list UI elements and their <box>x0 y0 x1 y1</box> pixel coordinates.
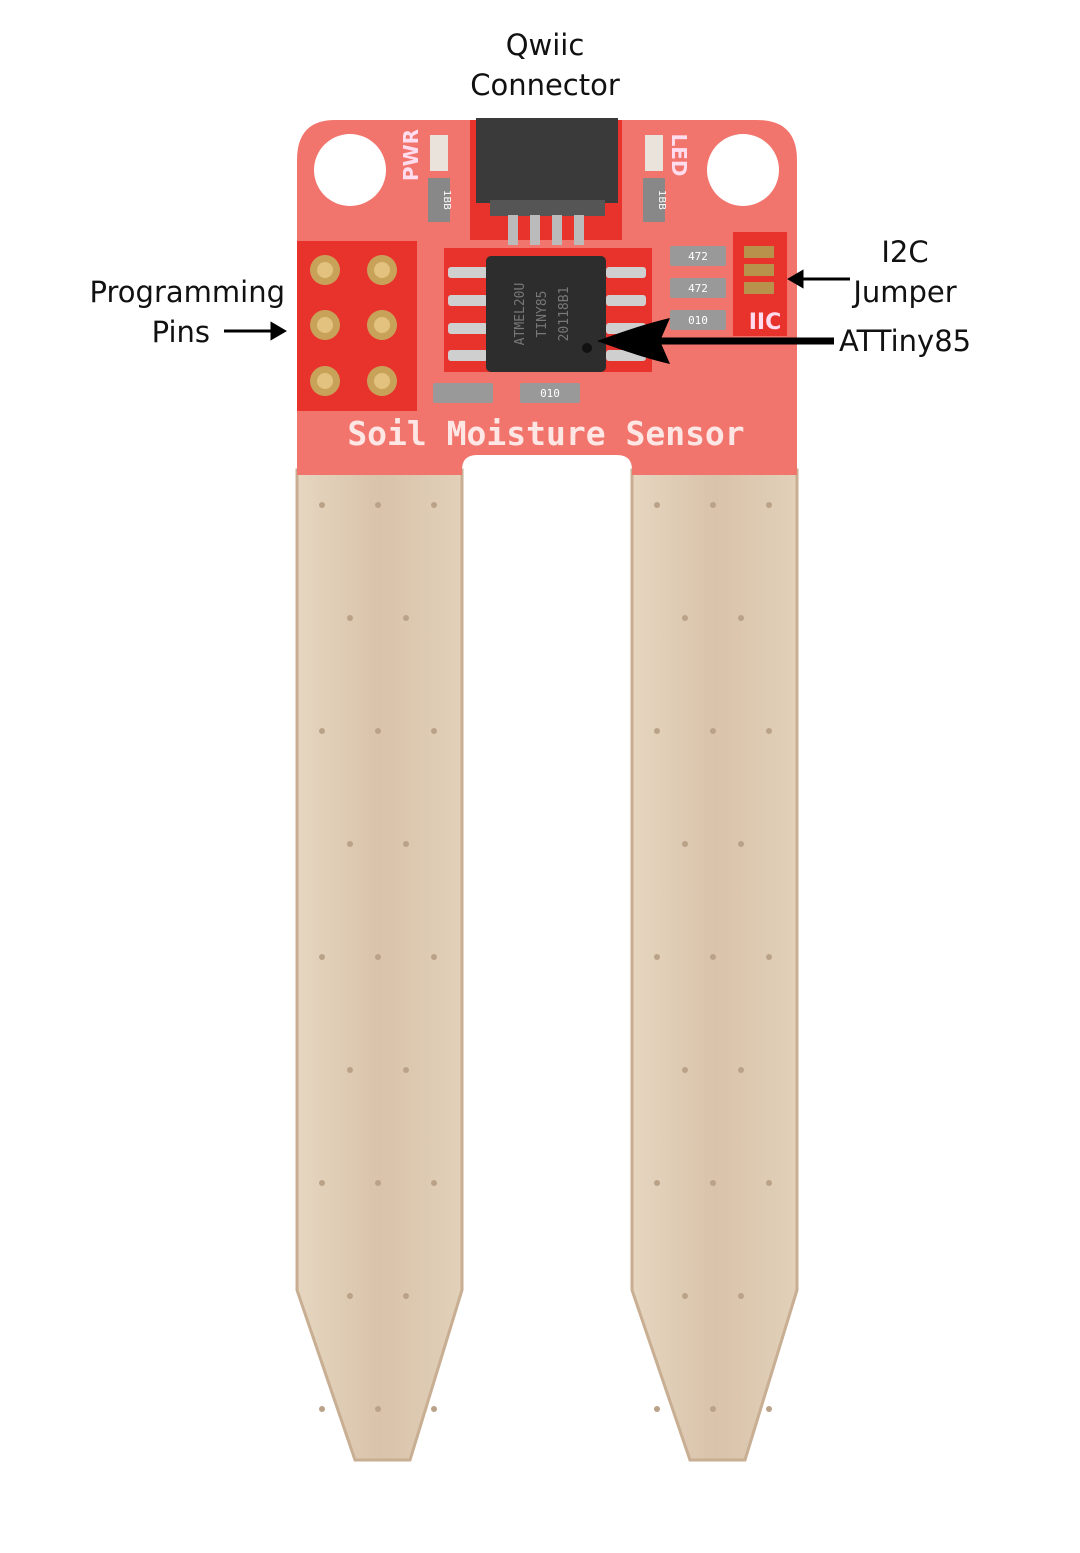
attiny-arrow <box>597 318 670 364</box>
prong-via <box>431 1406 437 1412</box>
label-line: I2C <box>881 235 929 269</box>
pwr-silkscreen: PWR <box>399 129 423 181</box>
prong-via <box>682 1293 688 1299</box>
programming-pin-hole <box>374 262 390 278</box>
programming-pin-hole <box>317 317 333 333</box>
prong-via <box>431 502 437 508</box>
resistor-marking: 472 <box>688 282 708 295</box>
attiny85-label: ATTiny85 <box>839 324 972 358</box>
resistor-marking: 010 <box>540 387 560 400</box>
prong-via <box>375 954 381 960</box>
label-line: Pins <box>151 315 210 349</box>
label-line: Connector <box>470 68 620 102</box>
prong-via <box>403 841 409 847</box>
prong-via <box>319 502 325 508</box>
prong-via <box>682 841 688 847</box>
prong-via <box>654 1180 660 1186</box>
prong-via <box>738 615 744 621</box>
prong-via <box>431 1180 437 1186</box>
prong-via <box>654 502 660 508</box>
prong-via <box>375 728 381 734</box>
led-silkscreen: LED <box>667 133 691 176</box>
prong-via <box>710 1180 716 1186</box>
prong-via <box>710 502 716 508</box>
prong-via <box>403 1067 409 1073</box>
programming-pins-label: Programming Pins <box>60 272 285 352</box>
prong-via <box>738 841 744 847</box>
prong-via <box>654 1406 660 1412</box>
prong-via <box>766 1180 772 1186</box>
prong-via <box>431 728 437 734</box>
resistor-marking: 010 <box>688 314 708 327</box>
programming-pin-hole <box>317 373 333 389</box>
prong-via <box>738 1293 744 1299</box>
resistor-marking: 1BB <box>441 190 452 210</box>
attiny85-chip <box>486 256 606 372</box>
qwiic-connector-label: Qwiic Connector <box>440 25 650 105</box>
left-prong <box>295 468 464 1462</box>
prong-via <box>375 1180 381 1186</box>
programming-pin-hole <box>374 317 390 333</box>
prong-via <box>710 728 716 734</box>
resistor-marking: 1BB <box>656 190 667 210</box>
prong-via <box>710 1406 716 1412</box>
prong-via <box>710 954 716 960</box>
prong-via <box>375 502 381 508</box>
prong-via <box>766 728 772 734</box>
mounting-hole-right <box>707 134 779 206</box>
prong-via <box>319 728 325 734</box>
prong-via <box>766 954 772 960</box>
iic-silkscreen: IIC <box>749 310 782 335</box>
board-title-silkscreen: Soil Moisture Sensor <box>347 414 744 453</box>
prong-via <box>766 1406 772 1412</box>
prong-via <box>738 1067 744 1073</box>
qwiic-connector <box>476 118 618 203</box>
prong-via <box>654 728 660 734</box>
prong-via <box>682 1067 688 1073</box>
chip-marking: TINY85 <box>535 291 550 338</box>
prong-via <box>319 1180 325 1186</box>
prong-via <box>347 1067 353 1073</box>
prong-via <box>766 502 772 508</box>
prong-via <box>654 954 660 960</box>
prong-via <box>347 841 353 847</box>
label-line: Jumper <box>853 275 957 309</box>
right-prong <box>630 468 799 1462</box>
programming-pin-hole <box>374 373 390 389</box>
prong-via <box>347 1293 353 1299</box>
i2c-jumper-label: I2C Jumper <box>845 232 965 312</box>
prong-via <box>347 615 353 621</box>
prong-via <box>375 1406 381 1412</box>
prong-via <box>682 615 688 621</box>
prong-via <box>403 615 409 621</box>
resistor-marking: 472 <box>688 250 708 263</box>
chip-marking: ATMEL20U <box>513 283 528 346</box>
mounting-hole-left <box>314 134 386 206</box>
prong-via <box>319 954 325 960</box>
label-line: Programming <box>89 275 285 309</box>
label-line: Qwiic <box>505 28 585 62</box>
chip-marking: 20118B1 <box>557 287 572 342</box>
prong-via <box>319 1406 325 1412</box>
prong-via <box>431 954 437 960</box>
programming-pin-hole <box>317 262 333 278</box>
prong-via <box>403 1293 409 1299</box>
